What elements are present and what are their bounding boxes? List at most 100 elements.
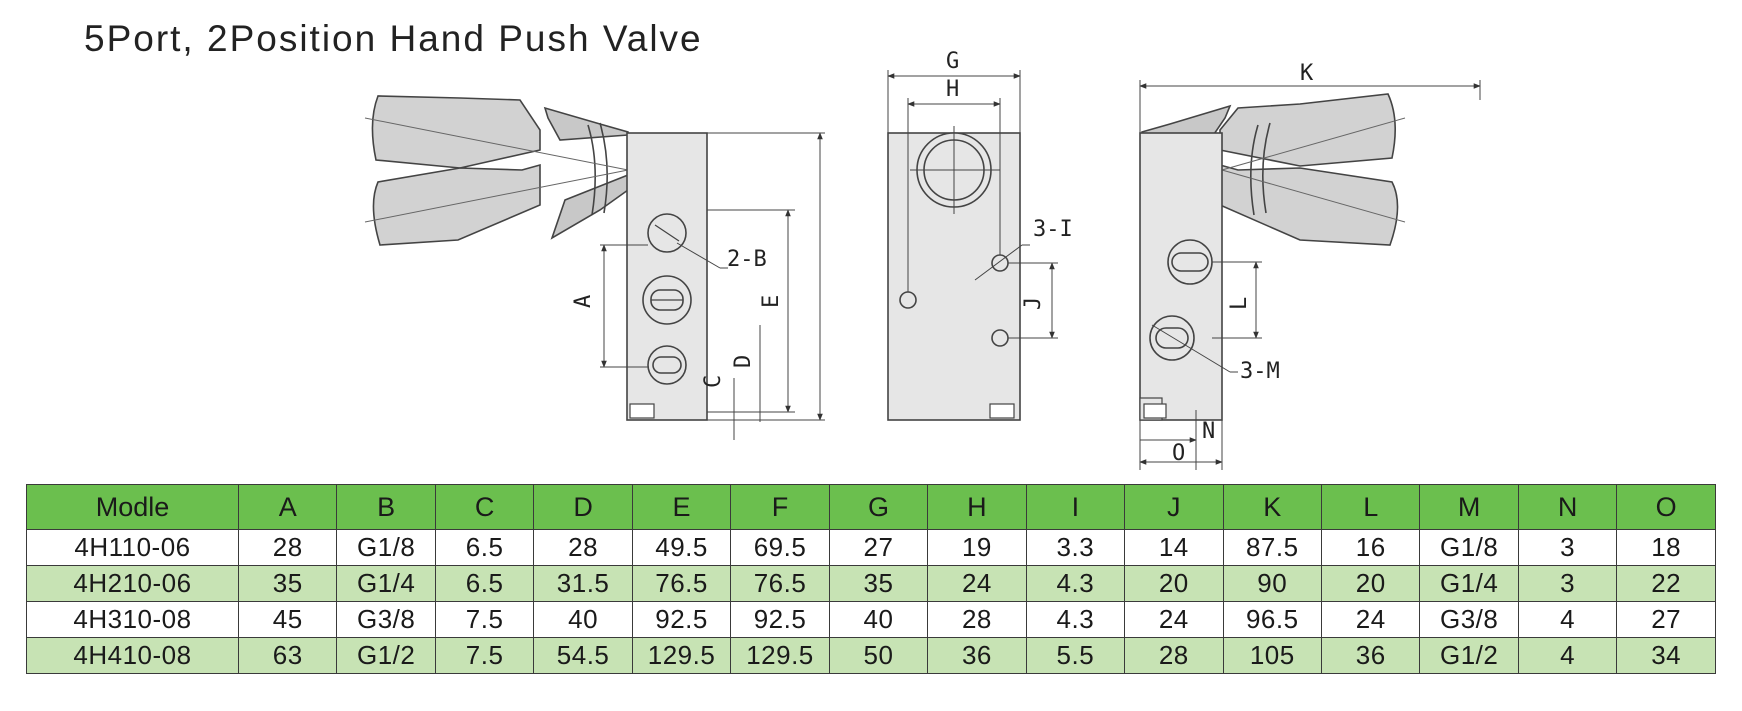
label-o: O xyxy=(1172,441,1185,466)
value-cell: 3.3 xyxy=(1025,529,1126,566)
table-header-cell: J xyxy=(1124,484,1224,530)
value-cell: G3/8 xyxy=(1419,601,1519,638)
value-cell: 20 xyxy=(1320,565,1421,602)
value-cell: G1/2 xyxy=(1419,637,1519,674)
mount-hole-right-lower xyxy=(991,329,1009,347)
table-header-cell: N xyxy=(1517,484,1618,530)
value-cell: 7.5 xyxy=(434,637,535,674)
value-cell: 35 xyxy=(237,565,338,602)
value-cell: 24 xyxy=(927,565,1027,602)
value-cell: 35 xyxy=(828,565,929,602)
model-cell: 4H110-06 xyxy=(26,529,239,566)
value-cell: 54.5 xyxy=(533,637,633,674)
value-cell: 24 xyxy=(1320,601,1421,638)
value-cell: 96.5 xyxy=(1222,601,1322,638)
label-3-i: 3-I xyxy=(1033,217,1073,242)
value-cell: 5.5 xyxy=(1025,637,1126,674)
label-2-b: 2-B xyxy=(727,247,767,272)
valve-technical-drawing: 2-B A E C D G H 3-I J xyxy=(364,49,1481,470)
value-cell: 27 xyxy=(1616,601,1716,638)
value-cell: 4 xyxy=(1517,601,1618,638)
label-c: C xyxy=(701,375,726,388)
lever-upper xyxy=(371,95,541,169)
label-j: J xyxy=(1021,297,1046,310)
value-cell: 76.5 xyxy=(631,565,732,602)
lever-lower xyxy=(372,163,541,246)
value-cell: 76.5 xyxy=(730,565,830,602)
opposite-side-view xyxy=(1139,80,1481,470)
label-n: N xyxy=(1202,419,1215,444)
lever-upper-right xyxy=(1219,93,1396,167)
value-cell: 40 xyxy=(533,601,633,638)
table-header-cell: I xyxy=(1025,484,1126,530)
value-cell: 7.5 xyxy=(434,601,535,638)
value-cell: 14 xyxy=(1124,529,1224,566)
lever-lower-right xyxy=(1219,163,1399,246)
label-a: A xyxy=(571,295,596,308)
value-cell: 49.5 xyxy=(631,529,732,566)
value-cell: 28 xyxy=(533,529,633,566)
table-header-cell: C xyxy=(434,484,535,530)
value-cell: 50 xyxy=(828,637,929,674)
value-cell: G1/4 xyxy=(336,565,436,602)
value-cell: G3/8 xyxy=(336,601,436,638)
lever-hub xyxy=(543,106,629,141)
value-cell: 36 xyxy=(1320,637,1421,674)
value-cell: 45 xyxy=(237,601,338,638)
label-d: D xyxy=(731,355,756,368)
table-header-cell: M xyxy=(1419,484,1519,530)
value-cell: 6.5 xyxy=(434,565,535,602)
side-view xyxy=(364,95,825,440)
table-header-cell: G xyxy=(828,484,929,530)
label-e: E xyxy=(759,295,784,308)
value-cell: 27 xyxy=(828,529,929,566)
table-header-cell: F xyxy=(730,484,830,530)
table-header-cell: E xyxy=(631,484,732,530)
value-cell: G1/8 xyxy=(336,529,436,566)
table-header-cell: K xyxy=(1222,484,1322,530)
value-cell: 129.5 xyxy=(730,637,830,674)
value-cell: 18 xyxy=(1616,529,1716,566)
label-g: G xyxy=(946,49,959,74)
label-h: H xyxy=(946,77,959,102)
value-cell: G1/8 xyxy=(1419,529,1519,566)
value-cell: 31.5 xyxy=(533,565,633,602)
value-cell: 3 xyxy=(1517,529,1618,566)
lever-hub-lower xyxy=(550,173,629,240)
value-cell: 36 xyxy=(927,637,1027,674)
value-cell: 24 xyxy=(1124,601,1224,638)
table-header-cell: A xyxy=(237,484,338,530)
page-title: 5Port, 2Position Hand Push Valve xyxy=(84,18,703,59)
value-cell: 92.5 xyxy=(631,601,732,638)
value-cell: G1/4 xyxy=(1419,565,1519,602)
value-cell: 4.3 xyxy=(1025,601,1126,638)
table-header-cell: Modle xyxy=(26,484,239,530)
label-3-m: 3-M xyxy=(1240,359,1280,384)
label-k: K xyxy=(1300,61,1314,86)
label-l: L xyxy=(1227,297,1252,310)
value-cell: 4.3 xyxy=(1025,565,1126,602)
table-header-cell: O xyxy=(1616,484,1716,530)
value-cell: 34 xyxy=(1616,637,1716,674)
model-cell: 4H210-06 xyxy=(26,565,239,602)
value-cell: 92.5 xyxy=(730,601,830,638)
value-cell: 129.5 xyxy=(631,637,732,674)
table-header-cell: L xyxy=(1320,484,1421,530)
table-header-cell: B xyxy=(336,484,436,530)
value-cell: 6.5 xyxy=(434,529,535,566)
value-cell: 16 xyxy=(1320,529,1421,566)
value-cell: 20 xyxy=(1124,565,1224,602)
value-cell: 87.5 xyxy=(1222,529,1322,566)
value-cell: 3 xyxy=(1517,565,1618,602)
table-header-cell: H xyxy=(927,484,1027,530)
table-header-cell: D xyxy=(533,484,633,530)
value-cell: 28 xyxy=(1124,637,1224,674)
front-view xyxy=(887,70,1058,421)
